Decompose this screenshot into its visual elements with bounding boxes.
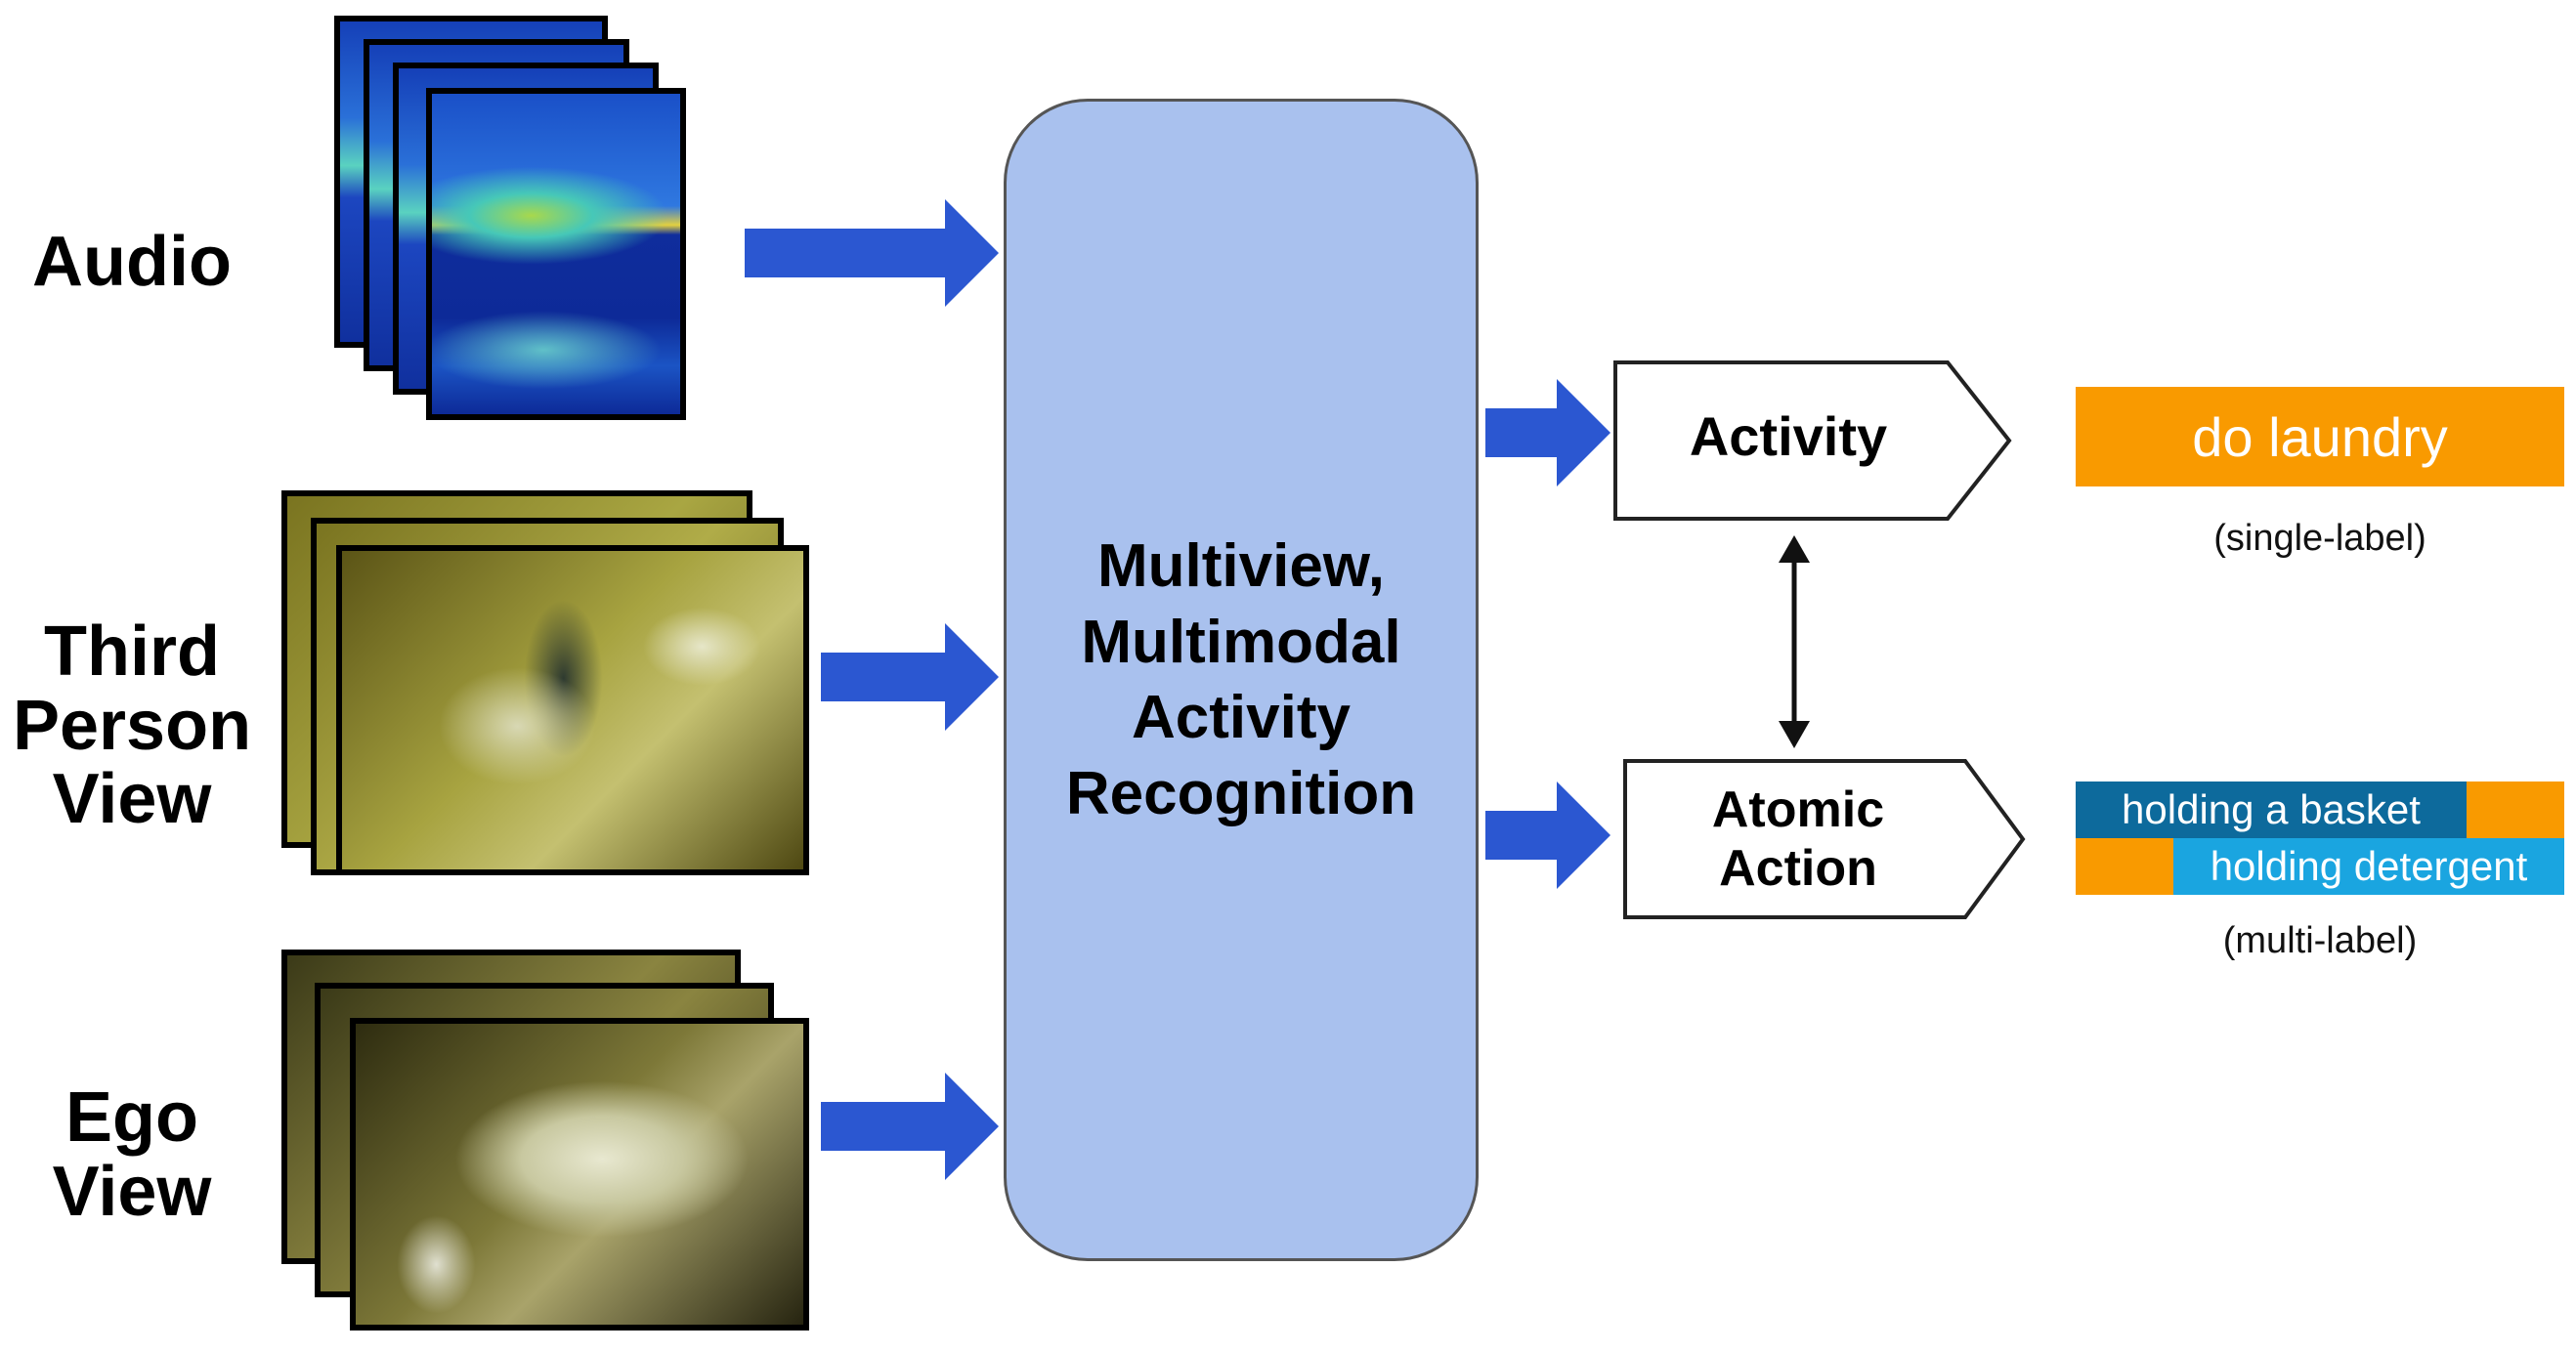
center-box-label: Multiview, Multimodal Activity Recogniti… (1065, 532, 1417, 827)
multi-label-note: (multi-label) (2222, 920, 2418, 961)
third-person-arrow (821, 623, 999, 731)
atomic-tag-holding-basket: holding a basket (2076, 782, 2467, 838)
ego-view-label: Ego View (52, 1078, 212, 1231)
single-label-note: (single-label) (2213, 518, 2426, 559)
atomic-action-box (1623, 759, 2026, 919)
video-frame (336, 545, 809, 875)
audio-label: Audio (32, 223, 232, 301)
atomic-result-tags: holding a basket holding detergent (2076, 782, 2564, 895)
atomic-action-arrow (1485, 782, 1610, 889)
audio-arrow (745, 199, 999, 307)
activity-box (1613, 360, 2012, 521)
bidirectional-arrow (1779, 535, 1810, 748)
video-frame (350, 1018, 809, 1331)
activity-result-tag: do laundry (2076, 387, 2564, 486)
activity-label: Activity (1689, 405, 1888, 467)
multiview-multimodal-recognition-box: Multiview, Multimodal Activity Recogniti… (1004, 99, 1479, 1261)
atomic-tag-holding-detergent: holding detergent (2173, 838, 2564, 895)
spectrogram-frame (426, 88, 686, 420)
activity-arrow (1485, 379, 1610, 486)
atomic-action-label: Atomic Action (1711, 782, 1885, 897)
ego-view-arrow (821, 1073, 999, 1180)
third-person-view-label: Third Person View (12, 613, 252, 839)
